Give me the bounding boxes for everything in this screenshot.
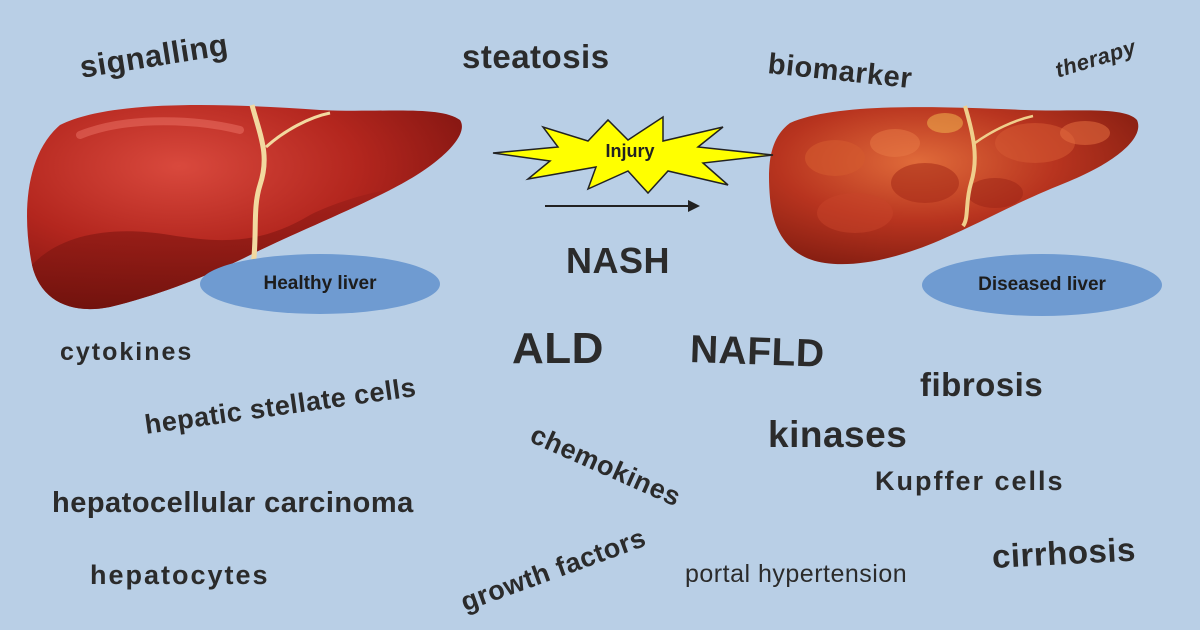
term-nash: NASH bbox=[566, 240, 671, 281]
term-hepatocytes: hepatocytes bbox=[90, 560, 270, 590]
injury-starburst-icon bbox=[492, 115, 774, 195]
term-hepatic-stellate-cells: hepatic stellate cells bbox=[142, 372, 418, 440]
term-therapy: therapy bbox=[1052, 34, 1139, 83]
term-cirrhosis: cirrhosis bbox=[991, 530, 1137, 575]
term-portal-hypertension: portal hypertension bbox=[685, 560, 908, 588]
term-growth-factors: growth factors bbox=[456, 522, 650, 618]
healthy-liver-oval: Healthy liver bbox=[200, 254, 440, 314]
term-kinases: kinases bbox=[768, 414, 908, 455]
term-fibrosis: fibrosis bbox=[920, 366, 1044, 403]
term-nafld: NAFLD bbox=[689, 328, 826, 376]
term-cytokines: cytokines bbox=[60, 338, 194, 366]
diseased-liver-icon bbox=[769, 105, 1139, 265]
diseased-liver-oval: Diseased liver bbox=[922, 254, 1162, 316]
term-signalling: signalling bbox=[77, 26, 231, 85]
term-steatosis: steatosis bbox=[462, 38, 610, 75]
term-biomarker: biomarker bbox=[766, 48, 914, 96]
term-ald: ALD bbox=[512, 324, 604, 373]
healthy-liver-icon bbox=[27, 104, 462, 310]
term-kupffer-cells: Kupffer cells bbox=[875, 466, 1065, 496]
healthy-liver-label: Healthy liver bbox=[263, 273, 377, 294]
diseased-liver-label: Diseased liver bbox=[978, 274, 1106, 295]
right-arrow-icon bbox=[545, 200, 700, 212]
term-chemokines: chemokines bbox=[526, 419, 686, 513]
term-hepatocellular-carcinoma: hepatocellular carcinoma bbox=[52, 487, 414, 519]
injury-label: Injury bbox=[605, 141, 655, 161]
